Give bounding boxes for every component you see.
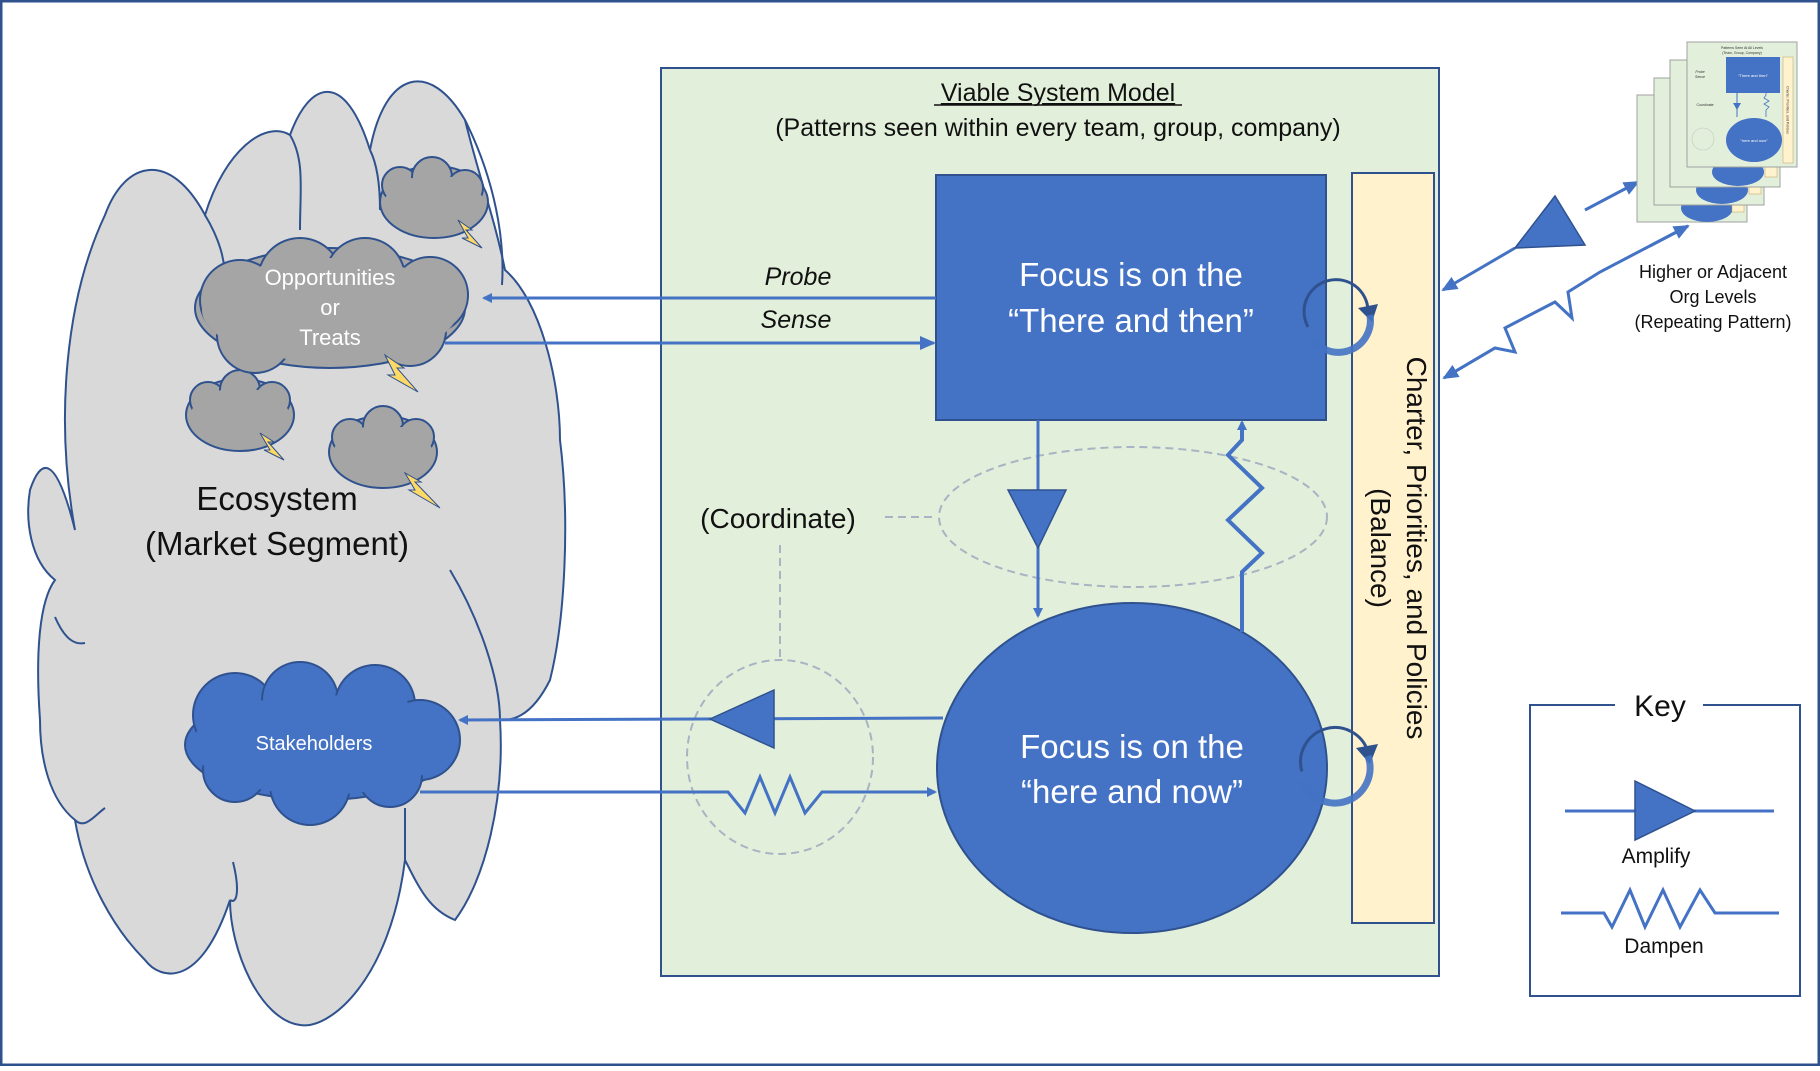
higher-level-dampen-arrow-in <box>1442 346 1496 380</box>
stakeholders-cloud: Stakeholders <box>184 661 461 826</box>
higher-levels-line3: (Repeating Pattern) <box>1634 312 1791 332</box>
opportunities-label-line3: Treats <box>299 325 361 350</box>
higher-levels-line1: Higher or Adjacent <box>1639 262 1787 282</box>
dampen-up-icon <box>1225 425 1265 632</box>
charter-text: Charter, Priorities, and Policies (Balan… <box>1365 357 1432 740</box>
thumbnail-sense: Sense <box>1695 75 1705 79</box>
thumbnail-probe: Probe <box>1695 70 1704 74</box>
higher-levels-line2: Org Levels <box>1669 287 1756 307</box>
cycle-icon-there-then <box>1302 278 1378 356</box>
vsm-title: Viable System Model <box>941 79 1175 107</box>
coordinate-ellipse-upper <box>938 446 1328 588</box>
thumbnail-title-line2: (Team, Group, Company) <box>1722 51 1762 55</box>
thumbnail-coordinate: Coordinate <box>1696 103 1713 107</box>
key-title: Key <box>1634 690 1686 723</box>
thumbnail-charter: Charter, Priorities, and Policies <box>1786 86 1790 134</box>
amplify-down-icon <box>1006 489 1068 550</box>
here-now-line1: Focus is on the <box>1020 728 1244 765</box>
amplify-left-icon <box>708 688 775 750</box>
lightning-icon <box>403 471 441 509</box>
key-border <box>1529 704 1801 997</box>
key-dampen-icon <box>1561 886 1779 931</box>
here-now-line2: “here and now” <box>1021 773 1243 810</box>
key-amplify-icon <box>1634 779 1697 842</box>
thumbnail-here-now: “here and now” <box>1741 138 1769 143</box>
ecosystem-title: Ecosystem <box>196 480 357 517</box>
stakeholders-out-arrow <box>458 714 944 725</box>
there-then-line2: “There and then” <box>1008 302 1254 339</box>
coordinate-ellipse-lower <box>686 659 874 855</box>
there-then-line1: Focus is on the <box>1019 256 1243 293</box>
higher-level-amplify-arrow-in <box>1441 246 1516 292</box>
ecosystem-subtitle: (Market Segment) <box>145 525 409 562</box>
repeating-pattern-thumbnails[interactable]: Patterns Seen At All Levels (Team, Group… <box>1636 41 1798 223</box>
thumbnail-title-line1: Patterns Seen At All Levels <box>1721 46 1763 50</box>
key-dampen-label: Dampen <box>1624 935 1703 958</box>
balance-label: (Balance) <box>1365 488 1396 608</box>
there-and-then-box <box>935 174 1327 421</box>
higher-level-amplify-icon <box>1513 194 1587 249</box>
cycle-icon-here-now <box>1296 726 1378 807</box>
opportunities-label-line2: or <box>320 295 340 320</box>
coordinate-label: (Coordinate) <box>700 503 856 534</box>
thumbnail-1: Patterns Seen At All Levels (Team, Group… <box>1686 41 1798 168</box>
lightning-icon <box>259 432 285 461</box>
charter-label: Charter, Priorities, and Policies <box>1401 357 1432 740</box>
vsm-subtitle: (Patterns seen within every team, group,… <box>775 114 1341 142</box>
storm-cloud-3 <box>328 405 441 509</box>
higher-level-dampen-icon <box>1443 224 1689 380</box>
dampen-right-icon <box>420 773 935 817</box>
storm-cloud-2 <box>185 369 295 461</box>
sense-label: Sense <box>761 306 832 334</box>
lightning-icon <box>457 219 483 249</box>
higher-level-amplify-arrow-out <box>1584 180 1640 212</box>
stakeholders-label: Stakeholders <box>256 733 373 755</box>
lightning-icon <box>383 353 419 393</box>
opportunities-label-line1: Opportunities <box>265 265 396 290</box>
probe-label: Probe <box>765 263 832 291</box>
storm-cloud-1 <box>379 156 489 249</box>
here-and-now-ellipse <box>936 602 1328 934</box>
legend-key: Key Amplify Dampen <box>1529 690 1801 997</box>
key-amplify-label: Amplify <box>1622 845 1691 868</box>
opportunities-cloud: Opportunities or Treats <box>194 237 469 393</box>
thumbnail-there-then: “There and then” <box>1738 73 1768 78</box>
higher-level-dampen-arrow-out <box>1649 224 1690 248</box>
